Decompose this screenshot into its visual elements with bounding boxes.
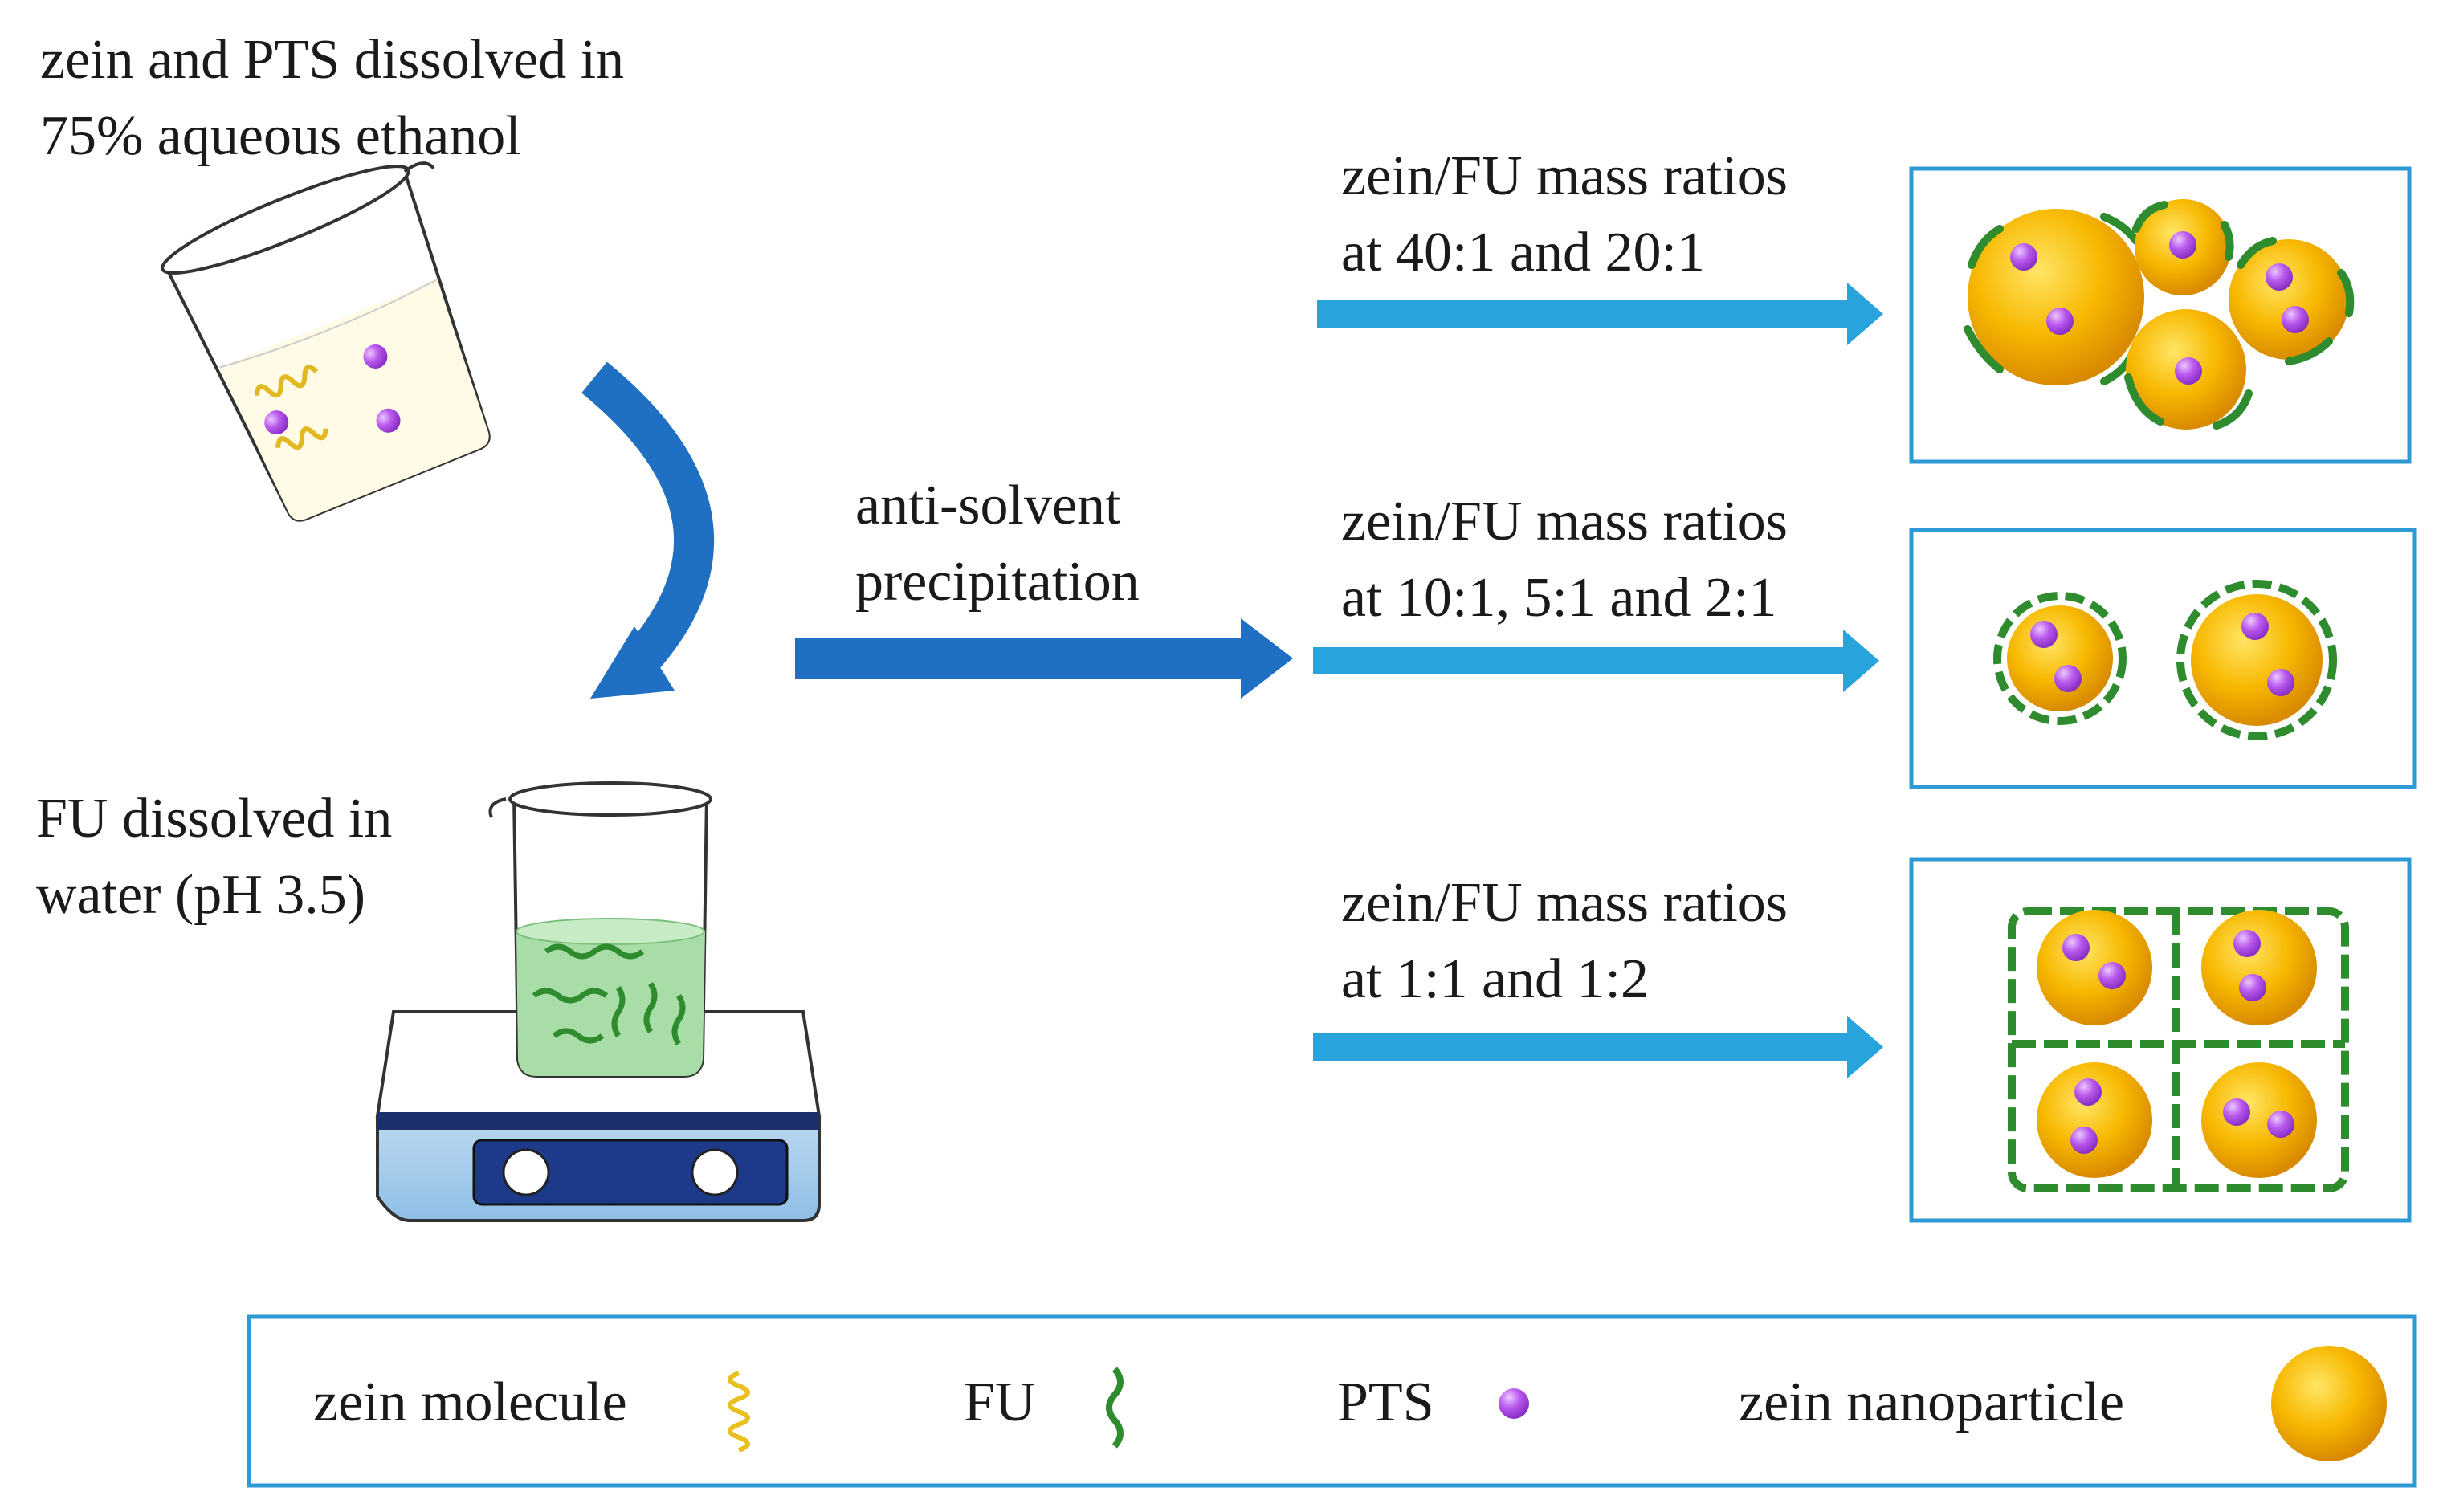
- branch-2-line1: zein/FU mass ratios: [1341, 491, 1788, 552]
- bottom-label-line1: FU dissolved in: [36, 788, 393, 850]
- legend-pts: PTS: [1337, 1371, 1434, 1433]
- zein-nanoparticle-icon: [2271, 1346, 2387, 1461]
- branch-arrow-2: [1313, 630, 1879, 692]
- branch-1-line2: at 40:1 and 20:1: [1341, 222, 1705, 283]
- result-box-2: [1909, 528, 2417, 789]
- top-label-line1: zein and PTS dissolved in: [40, 29, 625, 91]
- process-label-line2: precipitation: [855, 551, 1140, 613]
- curved-arrow-icon: [581, 361, 714, 699]
- fu-icon: [1106, 1367, 1124, 1449]
- legend-fu: FU: [964, 1371, 1036, 1433]
- zein-nanoparticle: [1964, 209, 2144, 385]
- zein-molecule-icon: [728, 1371, 750, 1453]
- branch-2-line2: at 10:1, 5:1 and 2:1: [1341, 567, 1777, 629]
- branch-3-line1: zein/FU mass ratios: [1341, 872, 1788, 934]
- result-box-1: [1909, 166, 2412, 464]
- process-label-line1: anti-solvent: [855, 475, 1121, 536]
- legend-zein-nanoparticle: zein nanoparticle: [1739, 1371, 2125, 1433]
- legend-box: [247, 1314, 2417, 1488]
- beaker-icon: [488, 781, 712, 1078]
- bottom-label-line2: water (pH 3.5): [36, 864, 366, 926]
- beaker-icon: [161, 161, 491, 522]
- branch-3-line2: at 1:1 and 1:2: [1341, 948, 1649, 1010]
- branch-arrow-3: [1313, 1016, 1883, 1078]
- precipitation-arrow: [795, 618, 1293, 699]
- result-box-3: [1909, 857, 2412, 1223]
- branch-arrow-1: [1317, 283, 1883, 345]
- pts-icon: [1499, 1388, 1529, 1419]
- legend-zein-molecule: zein molecule: [313, 1371, 627, 1433]
- top-label-line2: 75% aqueous ethanol: [40, 105, 521, 167]
- branch-1-line1: zein/FU mass ratios: [1341, 145, 1788, 207]
